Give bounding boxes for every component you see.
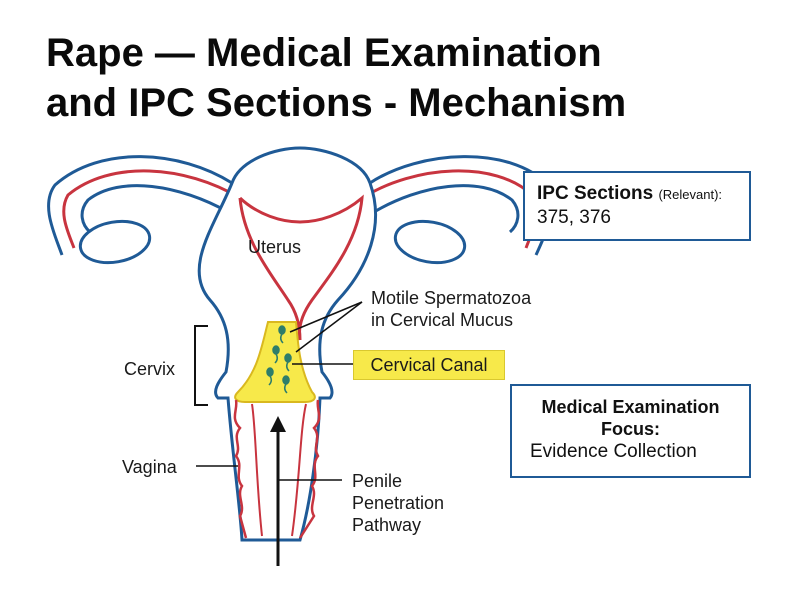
spermatozoa-label-line-1: Motile Spermatozoa [371, 288, 532, 308]
cervix-label: Cervix [124, 359, 176, 379]
title-line-1: Rape — Medical Examination [46, 31, 602, 75]
vagina-right-wall [298, 399, 321, 539]
left-fallopian-tube-outline [47, 155, 233, 256]
sperm-1 [278, 325, 286, 335]
left-ovary [78, 219, 152, 265]
sperm-4 [266, 367, 274, 377]
cervical-canal-label: Cervical Canal [353, 350, 505, 380]
pathway-label-line-2: Penetration [352, 493, 445, 513]
uterine-cavity-lining [238, 194, 364, 341]
exam-heading-line-1: Medical Examination [541, 397, 720, 417]
spermatozoa [266, 325, 292, 394]
exam-focus-value: Evidence Collection [530, 441, 697, 462]
cervix-bracket [194, 325, 208, 406]
vagina-label: Vagina [122, 457, 177, 477]
penetration-arrow-head [270, 416, 286, 432]
exam-heading-line-2: Focus: [600, 419, 660, 439]
left-fallopian-tube-lower-outline [80, 184, 229, 234]
ipc-heading-note: (Relevant): [658, 187, 723, 202]
vagina-left-wall [233, 399, 248, 539]
title-line-2: and IPC Sections - Mechanism [46, 81, 627, 125]
ipc-sections-box: IPC Sections (Relevant): 375, 376 [523, 171, 751, 241]
right-ovary [393, 219, 467, 265]
medical-exam-box: Medical Examination Focus: Evidence Coll… [510, 384, 751, 478]
pathway-label-line-1: Penile [352, 471, 403, 491]
sperm-5 [282, 375, 290, 385]
pathway-label-line-3: Pathway [352, 515, 422, 535]
ipc-heading: IPC Sections [537, 183, 654, 204]
vagina-inner-left [251, 403, 263, 537]
spermatozoa-pointer-2 [295, 301, 363, 353]
uterus-label: Uterus [248, 237, 302, 257]
sperm-2 [272, 345, 280, 355]
spermatozoa-label-line-2: in Cervical Mucus [371, 310, 514, 330]
ipc-values: 375, 376 [537, 207, 611, 228]
vagina-inner-right [291, 403, 307, 537]
sperm-3 [284, 353, 292, 363]
page-title: Rape — Medical Examination and IPC Secti… [46, 28, 786, 128]
ipc-heading-row: IPC Sections (Relevant): [537, 183, 737, 205]
left-fallopian-tube-lining [62, 169, 241, 249]
spermatozoa-pointer-1 [289, 301, 363, 333]
right-fallopian-tube-lower-outline [373, 184, 520, 234]
